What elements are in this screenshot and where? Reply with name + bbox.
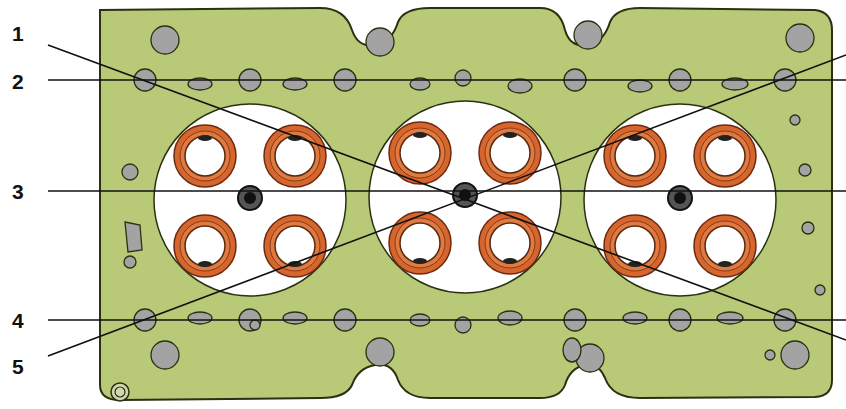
gasket-hole bbox=[124, 256, 136, 268]
gasket-hole bbox=[151, 26, 179, 54]
gasket-hole bbox=[455, 70, 471, 86]
gasket-hole bbox=[250, 320, 260, 330]
valve-mark bbox=[413, 258, 427, 264]
measurement-lines bbox=[48, 45, 846, 356]
callout-number: 3 bbox=[10, 180, 26, 203]
coolant-slot bbox=[125, 222, 142, 252]
gasket-hole bbox=[799, 164, 811, 176]
gasket-hole bbox=[815, 285, 825, 295]
gasket-hole bbox=[628, 80, 652, 92]
gasket-hole bbox=[498, 311, 522, 325]
gasket-hole bbox=[717, 312, 743, 324]
gasket-hole bbox=[283, 312, 307, 324]
gasket-hole bbox=[151, 341, 179, 369]
valve-seat bbox=[174, 125, 236, 187]
gasket-hole bbox=[765, 350, 775, 360]
spark-plug-hole bbox=[668, 186, 692, 210]
valve-mark bbox=[718, 261, 732, 267]
spark-plug-hole bbox=[244, 192, 256, 204]
gasket-hole bbox=[563, 338, 581, 362]
valve-seat bbox=[694, 125, 756, 187]
gasket-hole bbox=[366, 338, 394, 366]
valve-seat bbox=[479, 212, 541, 274]
callout-number: 4 bbox=[10, 309, 26, 332]
gasket-hole bbox=[188, 312, 212, 324]
valve-seat bbox=[264, 125, 326, 187]
dowel-hole bbox=[115, 387, 125, 397]
spark-plug-hole bbox=[238, 186, 262, 210]
gasket-hole bbox=[786, 24, 814, 52]
valve-mark bbox=[503, 258, 517, 264]
gasket-hole bbox=[790, 115, 800, 125]
valve-seat bbox=[174, 215, 236, 277]
gasket-body bbox=[100, 8, 832, 400]
valve-seat bbox=[264, 215, 326, 277]
dowel-hole bbox=[111, 383, 129, 401]
valve-seat bbox=[694, 215, 756, 277]
valve-seat bbox=[604, 215, 666, 277]
callout-number: 1 bbox=[10, 22, 26, 45]
valve-seat bbox=[389, 212, 451, 274]
spark-plug-hole bbox=[674, 192, 686, 204]
callout-number: 5 bbox=[10, 355, 26, 378]
callout-number: 2 bbox=[10, 70, 26, 93]
gasket-hole bbox=[508, 79, 532, 93]
gasket-hole bbox=[122, 164, 138, 180]
valve-mark bbox=[718, 135, 732, 141]
valve-mark bbox=[413, 132, 427, 138]
gasket-hole bbox=[781, 341, 809, 369]
valve-seat bbox=[479, 122, 541, 184]
gasket-hole bbox=[802, 222, 814, 234]
gasket-hole bbox=[623, 312, 647, 324]
valve-mark bbox=[198, 261, 212, 267]
valve-mark bbox=[503, 132, 517, 138]
gasket-hole bbox=[366, 28, 394, 56]
gasket-hole bbox=[574, 21, 602, 49]
valve-mark bbox=[198, 135, 212, 141]
